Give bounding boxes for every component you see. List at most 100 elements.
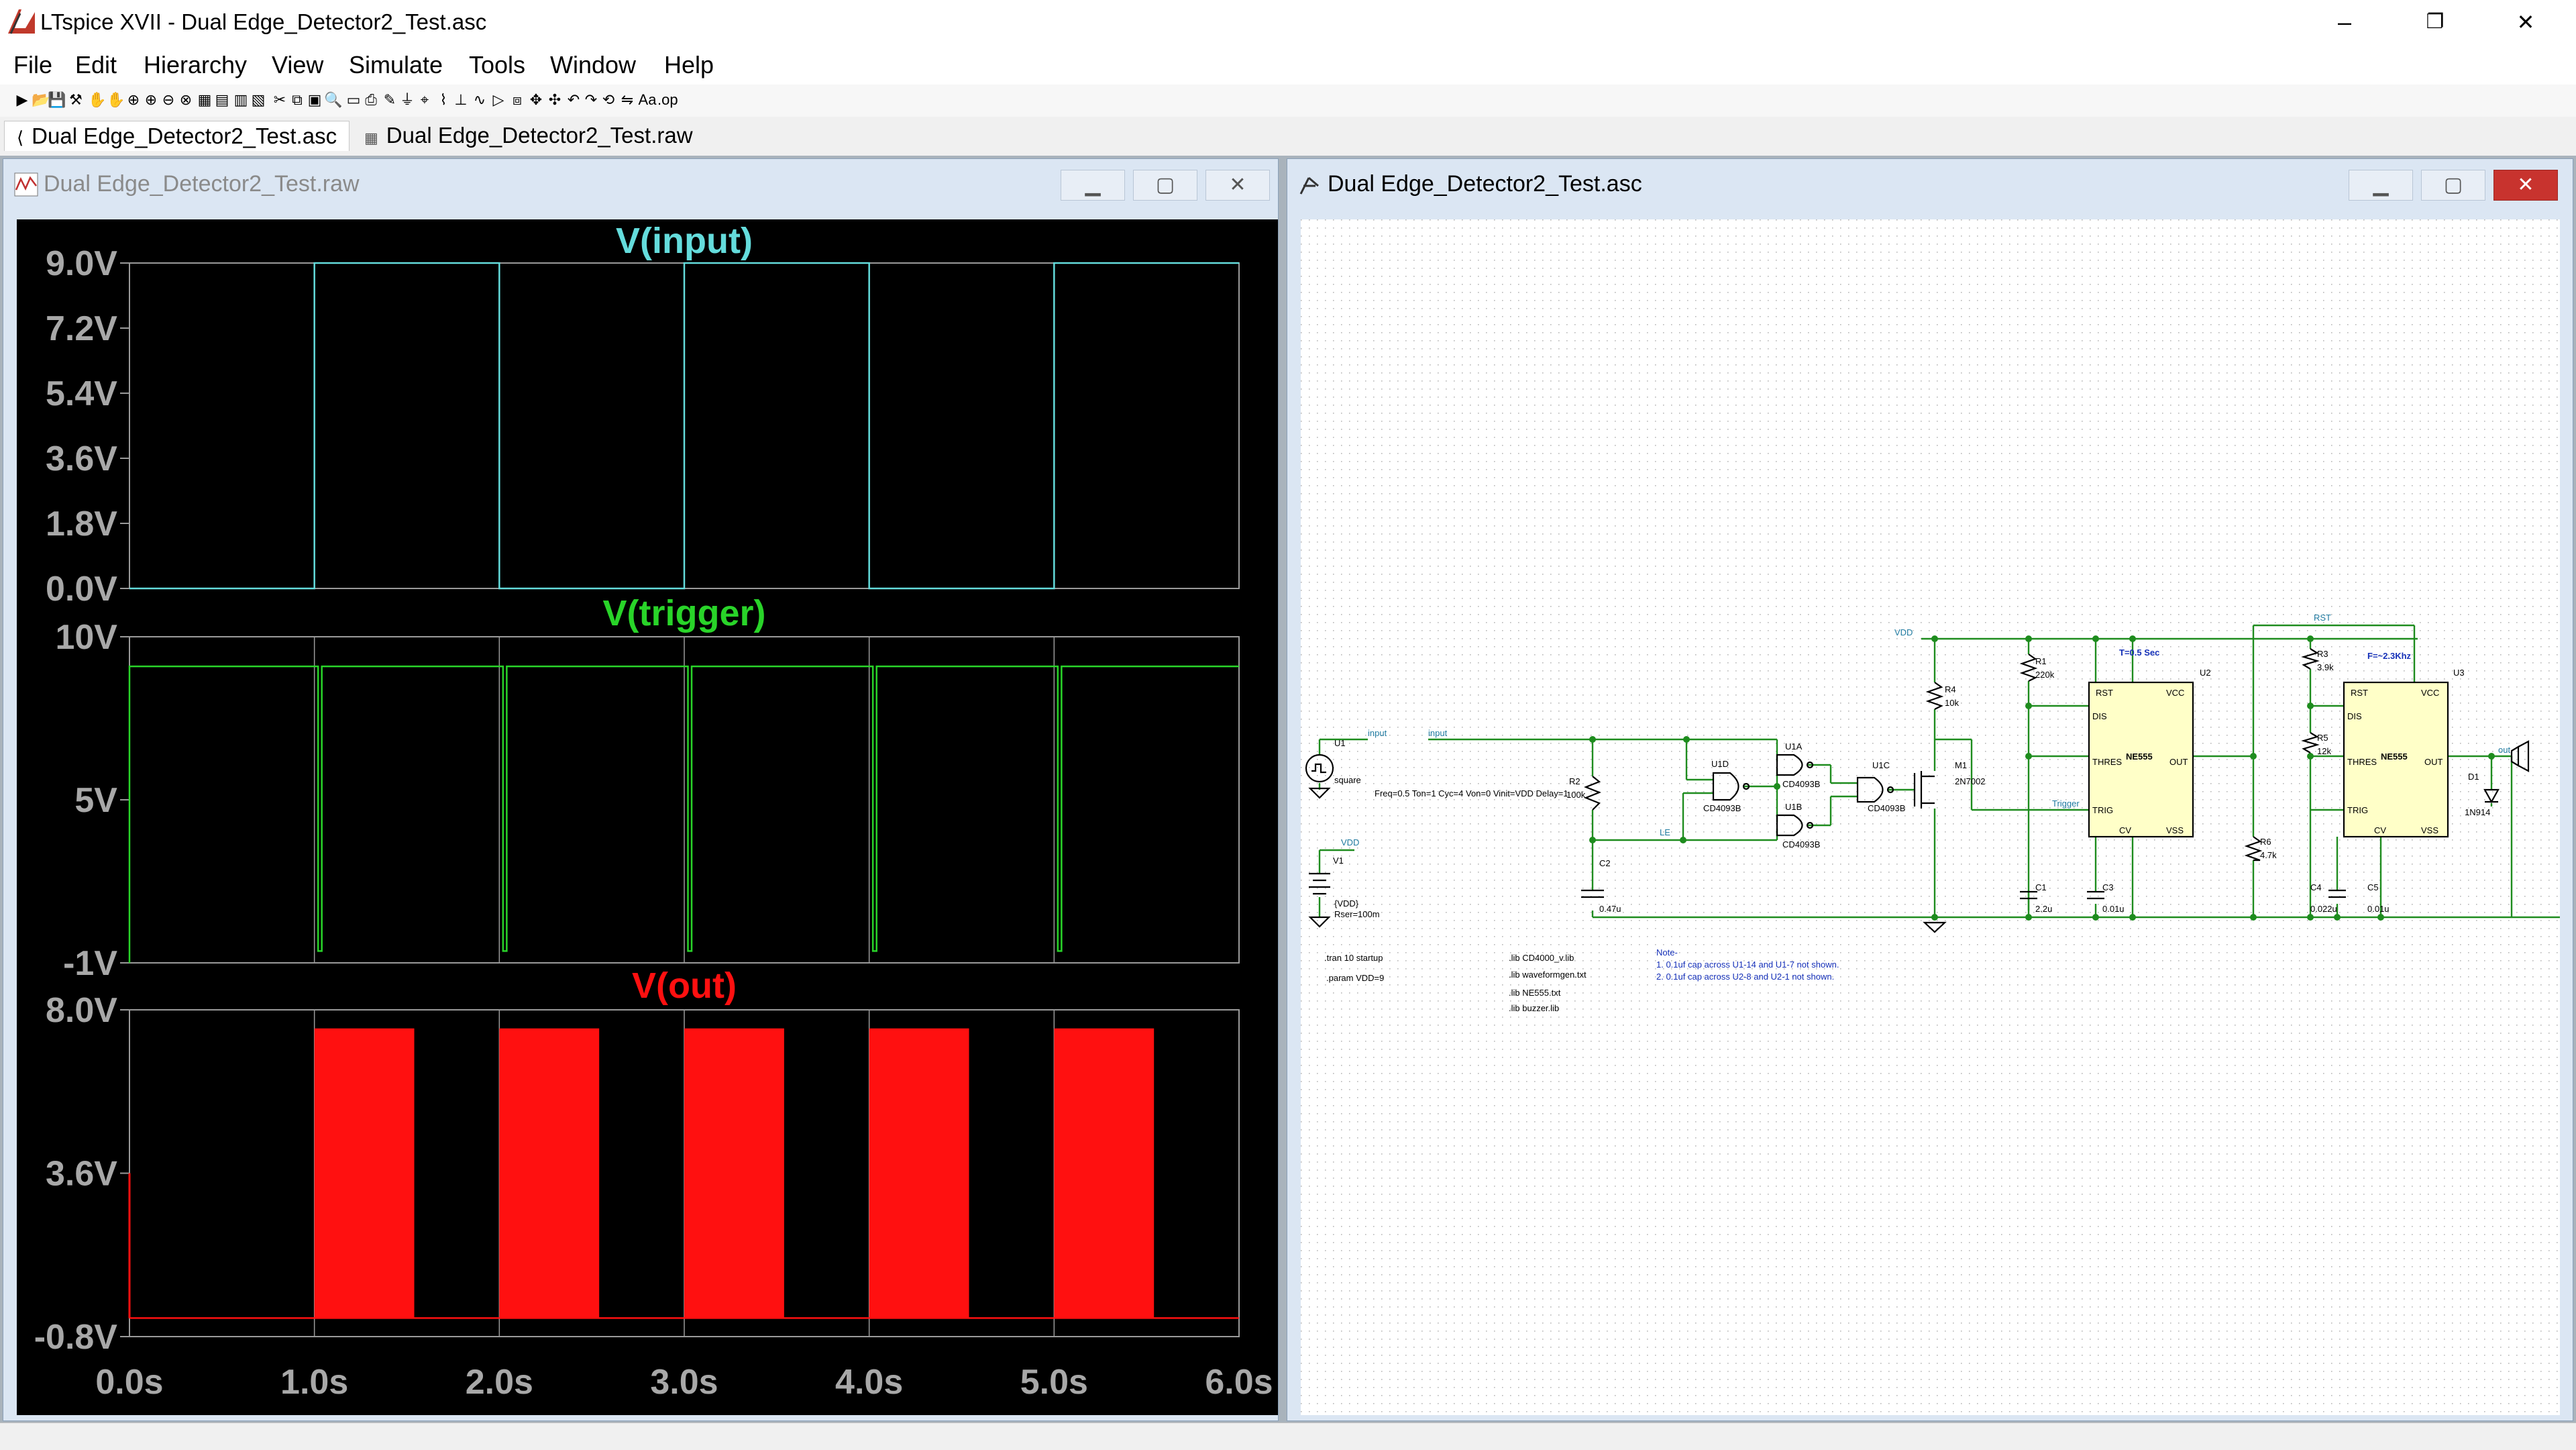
save-icon[interactable]: 💾	[48, 91, 66, 108]
tab-waveform[interactable]: ▦Dual Edge_Detector2_Test.raw	[352, 121, 705, 150]
v1-value: {VDD}	[1334, 898, 1359, 909]
menu-window[interactable]: Window	[550, 51, 637, 79]
xtick-label: 6.0s	[1205, 1363, 1273, 1402]
redo-icon[interactable]: ↷	[584, 91, 598, 108]
control-panel-icon[interactable]: ⚒	[69, 91, 83, 108]
u3-pin-out: OUT	[2424, 757, 2443, 767]
schematic-wires	[1318, 624, 2560, 919]
r3-value: 3.9k	[2317, 662, 2334, 672]
menu-help[interactable]: Help	[664, 51, 714, 79]
horizontal-tile-icon[interactable]: ▧	[251, 91, 266, 108]
print-setup-icon[interactable]: ▭	[346, 91, 361, 108]
directive-tran[interactable]: .tran 10 startup	[1324, 953, 1383, 963]
u2-pin-thres: THRES	[2092, 757, 2122, 767]
open-icon[interactable]: 📂	[32, 91, 50, 108]
directive-lib-buzzer[interactable]: .lib buzzer.lib	[1509, 1003, 1559, 1013]
pane-input-ytick: 5.4V	[46, 374, 117, 413]
component-icon[interactable]: ⧈	[513, 91, 522, 108]
tab-schematic[interactable]: ⟨Dual Edge_Detector2_Test.asc	[4, 121, 350, 151]
directive-lib-cd4000[interactable]: .lib CD4000_v.lib	[1509, 953, 1574, 963]
rst-net-label: RST	[2314, 613, 2331, 623]
spice-directive-icon[interactable]: .op	[657, 91, 678, 108]
diode-icon[interactable]: ▷	[492, 91, 504, 108]
zoom-pan-icon[interactable]: ⊕	[144, 91, 158, 108]
u1b-part: CD4093B	[1782, 839, 1820, 849]
ground-icon[interactable]: ⏚	[399, 91, 415, 108]
waveform-window-titlebar[interactable]: Dual Edge_Detector2_Test.raw ▁ ▢ ✕	[3, 159, 1278, 209]
tile-icon[interactable]: ▤	[215, 91, 229, 108]
waveform-minimize-button[interactable]: ▁	[1061, 170, 1125, 201]
text-icon[interactable]: Aa	[638, 91, 657, 108]
ne555-u3-label: NE555	[2381, 752, 2408, 762]
print-icon[interactable]: ⎙	[365, 91, 377, 108]
schematic-canvas[interactable]: U1 input square Freq=0.5 Ton=1 Cyc=4 Von…	[1301, 219, 2560, 1415]
schematic-window[interactable]: Dual Edge_Detector2_Test.asc ▁ ▢ ✕	[1287, 158, 2573, 1421]
waveform-plot[interactable]: 9.0V7.2V5.4V3.6V1.8V0.0VV(input)10V5V-1V…	[17, 219, 1278, 1415]
cascade-icon[interactable]: ▥	[233, 91, 248, 108]
minimize-button[interactable]: –	[2337, 8, 2352, 36]
pane-out-title[interactable]: V(out)	[632, 966, 737, 1006]
close-button[interactable]: ✕	[2516, 10, 2535, 34]
menu-file[interactable]: File	[13, 51, 53, 79]
r4-value: 10k	[1945, 698, 1959, 708]
rotate-icon[interactable]: ⟲	[602, 91, 615, 108]
m1-label: M1	[1955, 760, 1967, 770]
waveform-close-button[interactable]: ✕	[1205, 170, 1270, 201]
menu-hierarchy[interactable]: Hierarchy	[144, 51, 248, 79]
r1-value: 220k	[2035, 670, 2055, 680]
out-net-label: out	[2498, 745, 2510, 755]
directive-lib-waveformgen[interactable]: .lib waveformgen.txt	[1509, 970, 1587, 980]
restore-button[interactable]: ❐	[2426, 11, 2445, 33]
u3-label: U3	[2453, 668, 2465, 678]
schematic-maximize-button[interactable]: ▢	[2421, 170, 2485, 201]
schematic-window-titlebar[interactable]: Dual Edge_Detector2_Test.asc ▁ ▢ ✕	[1287, 159, 2573, 209]
autorange-icon[interactable]: ▦	[197, 91, 212, 108]
pane-input-title[interactable]: V(input)	[616, 221, 753, 261]
vdd-net-label: VDD	[1894, 627, 1913, 637]
v1-label: V1	[1333, 856, 1344, 866]
resistor-icon[interactable]: ⌇	[439, 91, 447, 108]
schematic-close-button[interactable]: ✕	[2493, 170, 2558, 201]
trace-out-burst	[314, 1028, 415, 1318]
u3-annotation: F=~2.3Khz	[2367, 651, 2412, 661]
zoom-cancel-icon[interactable]: ⊗	[179, 91, 193, 108]
find-icon[interactable]: 🔍	[324, 91, 343, 108]
zoom-out-icon[interactable]: ⊖	[162, 91, 175, 108]
pan-icon[interactable]: ✋	[107, 91, 125, 108]
pane-input[interactable]: 9.0V7.2V5.4V3.6V1.8V0.0VV(input)	[46, 221, 1240, 609]
directive-lib-ne555[interactable]: .lib NE555.txt	[1509, 988, 1561, 998]
inductor-icon[interactable]: ∿	[473, 91, 486, 108]
move-icon[interactable]: ✥	[529, 91, 543, 108]
directive-param[interactable]: .param VDD=9	[1326, 973, 1384, 983]
xtick-label: 4.0s	[835, 1363, 903, 1402]
mirror-icon[interactable]: ⇋	[621, 91, 634, 108]
u1c-label: U1C	[1872, 760, 1890, 770]
schematic-minimize-button[interactable]: ▁	[2349, 170, 2413, 201]
label-icon[interactable]: ⌖	[420, 91, 429, 108]
ne555-u2-label: NE555	[2126, 752, 2153, 762]
cut-icon[interactable]: ✂	[273, 91, 286, 108]
pane-trigger-ytick: 5V	[74, 781, 117, 820]
paste-icon[interactable]: ▣	[307, 91, 322, 108]
drag-icon[interactable]: ✣	[548, 91, 561, 108]
copy-icon[interactable]: ⧉	[292, 91, 303, 108]
r2-value: 100k	[1566, 790, 1586, 800]
menu-simulate[interactable]: Simulate	[349, 51, 443, 79]
undo-icon[interactable]: ↶	[567, 91, 580, 108]
capacitor-icon[interactable]: ⊥	[454, 91, 468, 108]
menu-view[interactable]: View	[272, 51, 324, 79]
u1d-part: CD4093B	[1703, 803, 1741, 813]
pane-trigger-title[interactable]: V(trigger)	[603, 593, 766, 633]
zoom-in-icon[interactable]: ⊕	[127, 91, 140, 108]
halt-icon[interactable]: ✋	[88, 91, 107, 108]
run-icon[interactable]: ▶	[16, 91, 28, 108]
menu-tools[interactable]: Tools	[469, 51, 526, 79]
trace-out-burst	[1054, 1028, 1155, 1318]
note-line-2: 2. 0.1uf cap across U2-8 and U2-1 not sh…	[1656, 972, 1834, 982]
wire-icon[interactable]: ✎	[383, 91, 396, 108]
menu-edit[interactable]: Edit	[75, 51, 117, 79]
waveform-maximize-button[interactable]: ▢	[1133, 170, 1197, 201]
